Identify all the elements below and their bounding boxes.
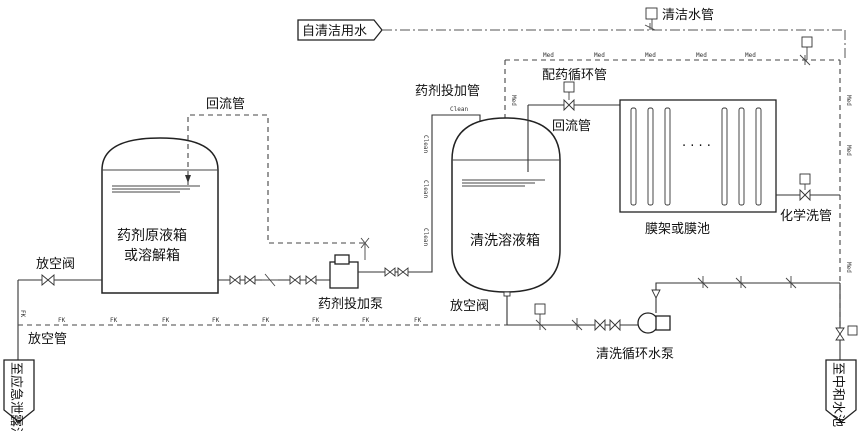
circulation-line: 放空阀 清洗循环水泵 [450, 276, 840, 362]
check-valve-icon [735, 276, 747, 289]
membrane-module [738, 107, 745, 206]
med-code: Med [645, 52, 656, 59]
actuator-icon [847, 325, 858, 336]
check-valve-icon [535, 318, 547, 331]
cleaning-solution-tank: 清洗溶液箱 [451, 105, 561, 293]
fk-code: FK [162, 317, 170, 324]
vent-valve-mid-label: 放空阀 [450, 299, 489, 314]
actuator-icon [534, 303, 546, 315]
return-pipe-left: 回流管 [185, 97, 370, 260]
membrane-label: 膜架或膜池 [645, 222, 710, 237]
dosing-pump-label: 药剂投加泵 [318, 296, 383, 312]
vent-pipe-label: 放空管 [28, 332, 67, 347]
self-clean-water-source [297, 19, 383, 41]
clean-code: Clean [422, 135, 429, 153]
check-valve-icon [697, 276, 709, 289]
strainer-icon [262, 273, 278, 287]
med-code: Med [845, 262, 852, 273]
self-clean-water-label: 自清洁用水 [302, 24, 367, 39]
med-code: Med [696, 52, 707, 59]
membrane-module [721, 107, 728, 206]
cleaning-tank-label: 清洗溶液箱 [470, 233, 540, 249]
clean-code: Clean [422, 180, 429, 198]
chem-tank-label-1: 药剂原液箱 [117, 228, 187, 244]
med-code: Med [594, 52, 605, 59]
med-code: Med [745, 52, 756, 59]
vent-valve-icon [41, 274, 55, 286]
clean-water-pipe-label: 清洁水管 [662, 8, 714, 23]
valve-icon [609, 318, 621, 332]
fk-code: FK [110, 317, 118, 324]
valve-icon [799, 188, 811, 202]
med-code: Med [845, 95, 852, 106]
fk-code: FK [212, 317, 220, 324]
circulation-pump-icon [637, 312, 659, 334]
dosing-pump: 药剂投加泵 [318, 254, 383, 312]
chemical-stock-tank: 药剂原液箱 或溶解箱 [101, 137, 219, 294]
emergency-pool-label: 至应急泄露池 [8, 362, 24, 431]
return-pipe-right: 回流管 [528, 81, 620, 134]
membrane-rack: · · · · 膜架或膜池 [619, 99, 777, 237]
check-valve-icon [785, 276, 797, 289]
valve-icon [305, 275, 317, 285]
circulation-pump-label: 清洗循环水泵 [596, 347, 674, 362]
neutral-drain-line: 至中和水池 [825, 283, 858, 427]
actuator-icon [801, 36, 813, 48]
fk-code: FK [262, 317, 270, 324]
actuator-icon [799, 173, 811, 185]
membrane-module [755, 107, 762, 206]
actuator-icon [563, 81, 575, 93]
check-valve-icon [571, 318, 583, 331]
emergency-pool-target [3, 359, 35, 423]
clean-water-line: 自清洁用水 清洁水管 [297, 7, 846, 60]
valve-icon [397, 267, 409, 277]
fk-code: FK [362, 317, 370, 324]
return-pipe-left-label: 回流管 [206, 97, 245, 112]
return-pipe-right-label: 回流管 [552, 119, 591, 134]
vent-valve-left-label: 放空阀 [36, 257, 75, 272]
chem-wash-pipe: 化学洗管 [776, 173, 840, 224]
valve-icon [384, 267, 396, 277]
neutral-pool-label: 至中和水池 [830, 362, 845, 427]
neutral-pool-target [825, 359, 857, 423]
valve-icon [563, 98, 575, 112]
fk-code: FK [414, 317, 422, 324]
membrane-ellipsis: · · · · [682, 139, 711, 154]
check-valve-icon [799, 54, 811, 66]
membrane-module [647, 107, 654, 206]
valve-icon [229, 275, 241, 285]
dosing-loop-pipe: Med Med Med Med Med Med Med Med Med 配药循环… [504, 36, 852, 330]
actuator-icon [645, 7, 658, 20]
membrane-module [630, 107, 637, 206]
valve-icon [594, 318, 606, 332]
clean-code: Clean [422, 228, 429, 246]
valve-icon [835, 327, 845, 341]
clean-code: Clean [450, 106, 468, 113]
dosing-loop-pipe-label: 配药循环管 [542, 68, 607, 83]
fk-code: FK [312, 317, 320, 324]
valve-icon [244, 275, 256, 285]
check-valve-icon [644, 23, 656, 31]
fk-code: FK [19, 310, 26, 318]
vent-line: 放空阀 FK FK FK FK FK FK FK FK FK 放空管 至应急泄露… [3, 257, 507, 431]
membrane-module [664, 107, 671, 206]
med-code: Med [510, 95, 517, 106]
valve-icon [289, 275, 301, 285]
chem-tank-label-2: 或溶解箱 [124, 248, 180, 264]
fk-code: FK [58, 317, 66, 324]
chem-wash-pipe-label: 化学洗管 [780, 208, 832, 224]
pump-suction-line [218, 273, 330, 287]
med-code: Med [845, 145, 852, 156]
med-code: Med [543, 52, 554, 59]
dosing-add-pipe-label: 药剂投加管 [415, 83, 480, 99]
